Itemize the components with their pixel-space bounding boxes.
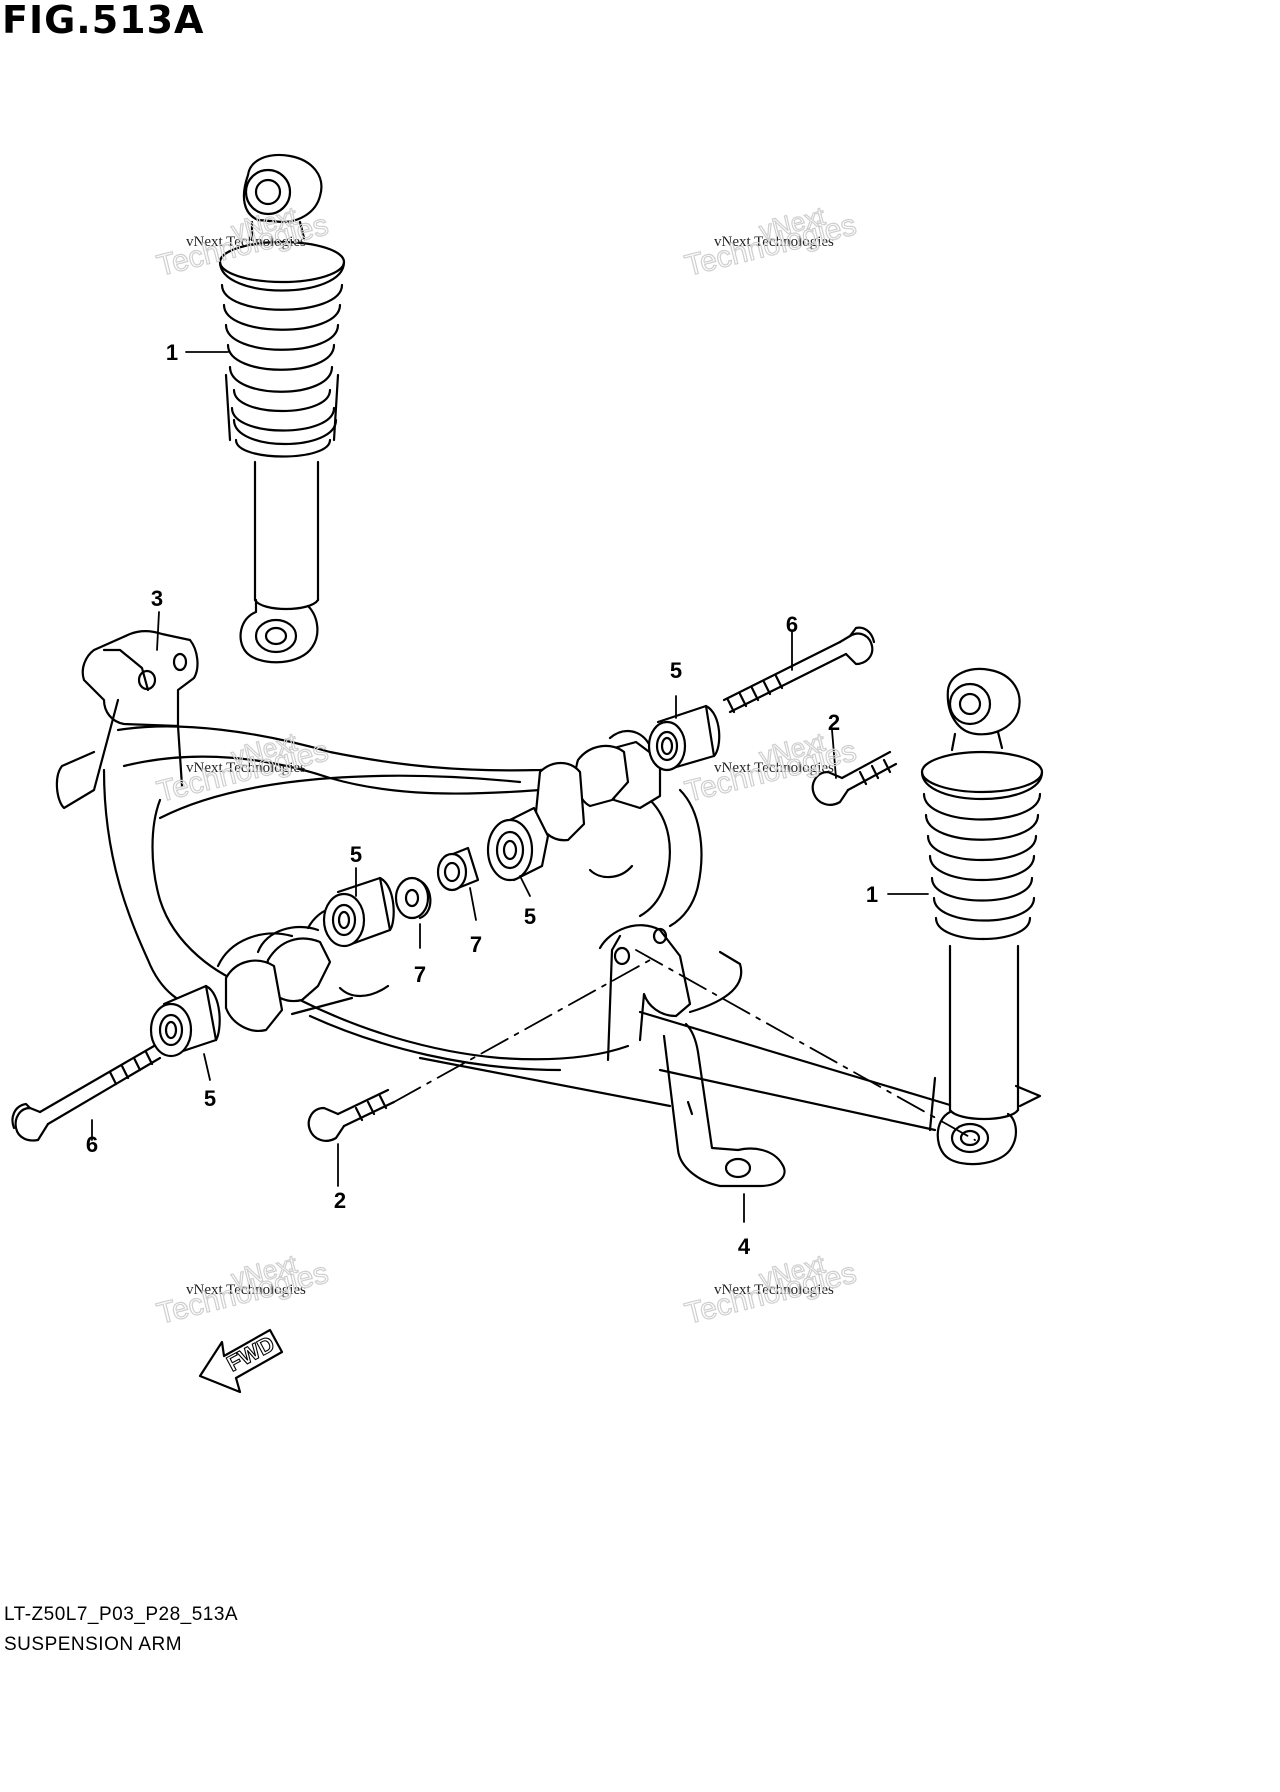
callout-7-nut: 7 [470,932,482,957]
callout-7-washer: 7 [414,962,426,987]
bracket-3 [55,629,199,810]
watermark-text: vNext Technologies [186,1282,306,1298]
bracket-4 [598,924,786,1188]
shock-absorber-right [920,667,1044,1166]
bushing-center [322,876,395,948]
diagram-code: LT-Z50L7_P03_P28_513A [4,1604,239,1625]
bushing-mid [486,806,550,882]
callout-2-upper: 2 [828,710,840,735]
callout-3: 3 [151,586,163,611]
leader-lines [91,351,929,1223]
watermark: vNext Technologies Technologies vNext [681,1248,860,1332]
bolt-2-lower [307,1088,396,1142]
bushing-lower-left [149,984,221,1058]
watermark-text: vNext Technologies [714,1282,834,1298]
callout-5-lower: 5 [204,1086,216,1111]
callout-5-upper: 5 [670,658,682,683]
bushing-upper-right [647,704,721,772]
fwd-arrow-icon [198,1328,284,1394]
bolt-6-lower [11,1044,162,1142]
watermark-text: vNext Technologies [186,234,306,250]
washer-7 [394,876,432,920]
pivot-housing [534,729,662,842]
nut-7 [436,846,480,892]
pivot-housing-left [224,937,332,1032]
callout-6-upper: 6 [786,612,798,637]
diagram-caption: SUSPENSION ARM [4,1634,183,1655]
watermark-text: vNext Technologies [186,760,306,776]
callout-5-mid: 5 [524,904,536,929]
callout-5-center: 5 [350,842,362,867]
bolt-6-upper [722,626,876,714]
callout-6-lower: 6 [86,1132,98,1157]
watermark: vNext Technologies Technologies vNext [681,200,860,284]
figure-title: FIG.513A [2,0,205,42]
watermark: vNext Technologies Technologies vNext [153,1248,332,1332]
watermark-text: vNext Technologies [714,760,834,776]
callout-1-right: 1 [866,882,878,907]
watermark-text: vNext Technologies [714,234,834,250]
callout-4: 4 [738,1234,751,1259]
callout-1-left: 1 [166,340,178,365]
callout-2-lower: 2 [334,1188,346,1213]
bolt-2-upper [811,750,898,806]
shock-absorber-left [218,153,346,664]
center-lines [393,949,976,1141]
